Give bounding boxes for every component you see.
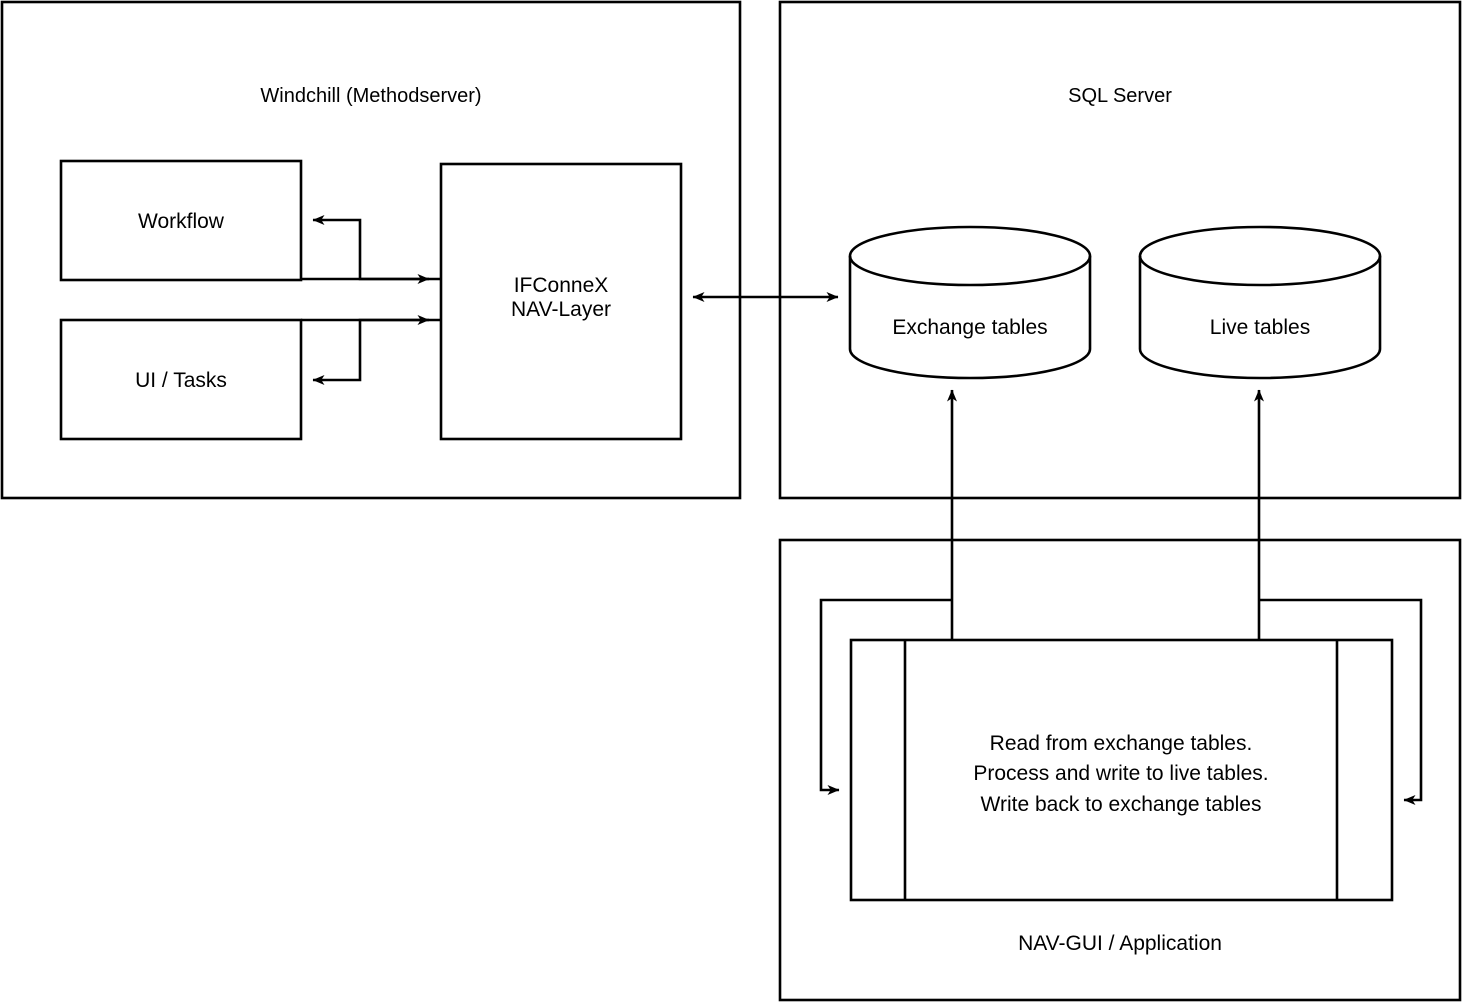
process-box-text: Read from exchange tables. Process and w…: [905, 729, 1337, 820]
process-box[interactable]: [849, 638, 1394, 902]
connector-ifconnex-to-workflow: [312, 215, 441, 281]
ifconnex-label-line-2: NAV-Layer: [511, 298, 611, 321]
process-line-3: Write back to exchange tables: [980, 792, 1262, 816]
node-ifconnex-nav-layer[interactable]: [439, 162, 683, 441]
connector-ifconnex-to-ui-tasks: [312, 318, 441, 385]
node-ui-tasks[interactable]: [59, 318, 303, 441]
connector-exchange-tables-to-process: [819, 598, 952, 795]
node-workflow[interactable]: [59, 159, 303, 282]
node-label-ifconnex-nav-layer: IFConneX NAV-Layer: [441, 274, 681, 322]
container-windchill: [0, 0, 742, 500]
ifconnex-label-line-1: IFConneX: [513, 274, 609, 297]
container-nav-gui: [778, 538, 1462, 1002]
datastore-exchange-tables[interactable]: [848, 225, 1092, 380]
datastore-live-tables[interactable]: [1138, 225, 1382, 380]
connector-live-tables-to-process: [1259, 598, 1423, 805]
container-sql-server: [778, 0, 1462, 500]
process-line-2: Process and write to live tables.: [973, 762, 1269, 786]
process-line-1: Read from exchange tables.: [989, 732, 1253, 755]
